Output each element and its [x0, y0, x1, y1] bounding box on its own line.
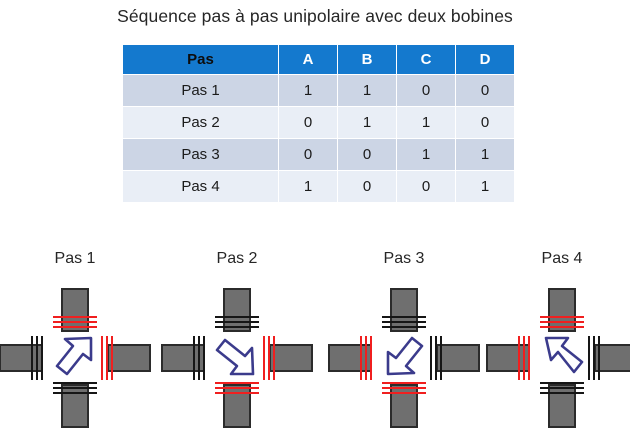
- column-header-pas: Pas: [123, 45, 278, 74]
- cell-d: 1: [456, 171, 514, 202]
- cell-step: Pas 4: [123, 171, 278, 202]
- coil-bottom-block: [390, 384, 418, 428]
- cell-a: 0: [279, 107, 337, 138]
- cell-c: 1: [397, 107, 455, 138]
- coil-top-block: [390, 288, 418, 332]
- diagram-pas-3: Pas 3: [324, 240, 484, 434]
- sequence-table: Pas A B C D Pas 1 1 1 0 0 Pas 2 0 1 1 0 …: [122, 44, 515, 203]
- coil-bottom-winding: [540, 382, 584, 396]
- motor-pas-4: [482, 282, 630, 434]
- coil-right-block: [436, 344, 480, 372]
- coil-bottom-block: [61, 384, 89, 428]
- coil-right-winding: [263, 336, 277, 380]
- motor-pas-2: [157, 282, 317, 434]
- cell-c: 0: [397, 75, 455, 106]
- cell-b: 0: [338, 171, 396, 202]
- step-diagrams: Pas 1 Pas 2: [0, 240, 630, 434]
- coil-top-block: [223, 288, 251, 332]
- table-row: Pas 3 0 0 1 1: [123, 139, 514, 170]
- cell-d: 0: [456, 75, 514, 106]
- column-header-c: C: [397, 45, 455, 74]
- cell-a: 0: [279, 139, 337, 170]
- coil-right-winding: [588, 336, 602, 380]
- diagram-label-pas-2: Pas 2: [216, 250, 258, 267]
- rotor-arrow-north-west-icon: [530, 326, 594, 390]
- cell-d: 1: [456, 139, 514, 170]
- coil-right-block: [107, 344, 151, 372]
- cell-step: Pas 3: [123, 139, 278, 170]
- coil-bottom-block: [548, 384, 576, 428]
- coil-top-winding: [540, 316, 584, 330]
- motor-pas-1: [0, 282, 155, 434]
- motor-pas-3: [324, 282, 484, 434]
- coil-left-winding: [518, 336, 532, 380]
- table-row: Pas 1 1 1 0 0: [123, 75, 514, 106]
- diagram-pas-4: Pas 4: [482, 240, 630, 434]
- table-row: Pas 4 1 0 0 1: [123, 171, 514, 202]
- cell-b: 1: [338, 75, 396, 106]
- coil-right-winding: [101, 336, 115, 380]
- cell-step: Pas 1: [123, 75, 278, 106]
- coil-bottom-winding: [53, 382, 97, 396]
- diagram-pas-2: Pas 2: [157, 240, 317, 434]
- coil-right-block: [269, 344, 313, 372]
- cell-c: 1: [397, 139, 455, 170]
- rotor-arrow-south-east-icon: [205, 326, 269, 390]
- coil-top-winding: [215, 316, 259, 330]
- cell-b: 0: [338, 139, 396, 170]
- cell-d: 0: [456, 107, 514, 138]
- cell-c: 0: [397, 171, 455, 202]
- column-header-a: A: [279, 45, 337, 74]
- table-row: Pas 2 0 1 1 0: [123, 107, 514, 138]
- coil-top-block: [61, 288, 89, 332]
- diagram-label-pas-3: Pas 3: [383, 250, 425, 267]
- rotor-arrow-south-west-icon: [372, 326, 436, 390]
- diagram-pas-1: Pas 1: [0, 240, 155, 434]
- coil-left-block: [0, 344, 43, 372]
- coil-right-winding: [430, 336, 444, 380]
- column-header-b: B: [338, 45, 396, 74]
- page-title: Séquence pas à pas unipolaire avec deux …: [117, 6, 513, 26]
- diagram-label-pas-4: Pas 4: [541, 250, 583, 267]
- coil-top-winding: [53, 316, 97, 330]
- coil-left-winding: [31, 336, 45, 380]
- coil-top-block: [548, 288, 576, 332]
- coil-left-winding: [193, 336, 207, 380]
- table-header-row: Pas A B C D: [123, 45, 514, 74]
- rotor-arrow-north-east-icon: [43, 326, 107, 390]
- cell-a: 1: [279, 75, 337, 106]
- coil-bottom-block: [223, 384, 251, 428]
- coil-left-block: [328, 344, 372, 372]
- coil-bottom-winding: [382, 382, 426, 396]
- coil-top-winding: [382, 316, 426, 330]
- cell-a: 1: [279, 171, 337, 202]
- column-header-d: D: [456, 45, 514, 74]
- diagram-label-pas-1: Pas 1: [54, 250, 96, 267]
- cell-step: Pas 2: [123, 107, 278, 138]
- coil-bottom-winding: [215, 382, 259, 396]
- coil-right-block: [594, 344, 630, 372]
- cell-b: 1: [338, 107, 396, 138]
- coil-left-winding: [360, 336, 374, 380]
- coil-left-block: [486, 344, 530, 372]
